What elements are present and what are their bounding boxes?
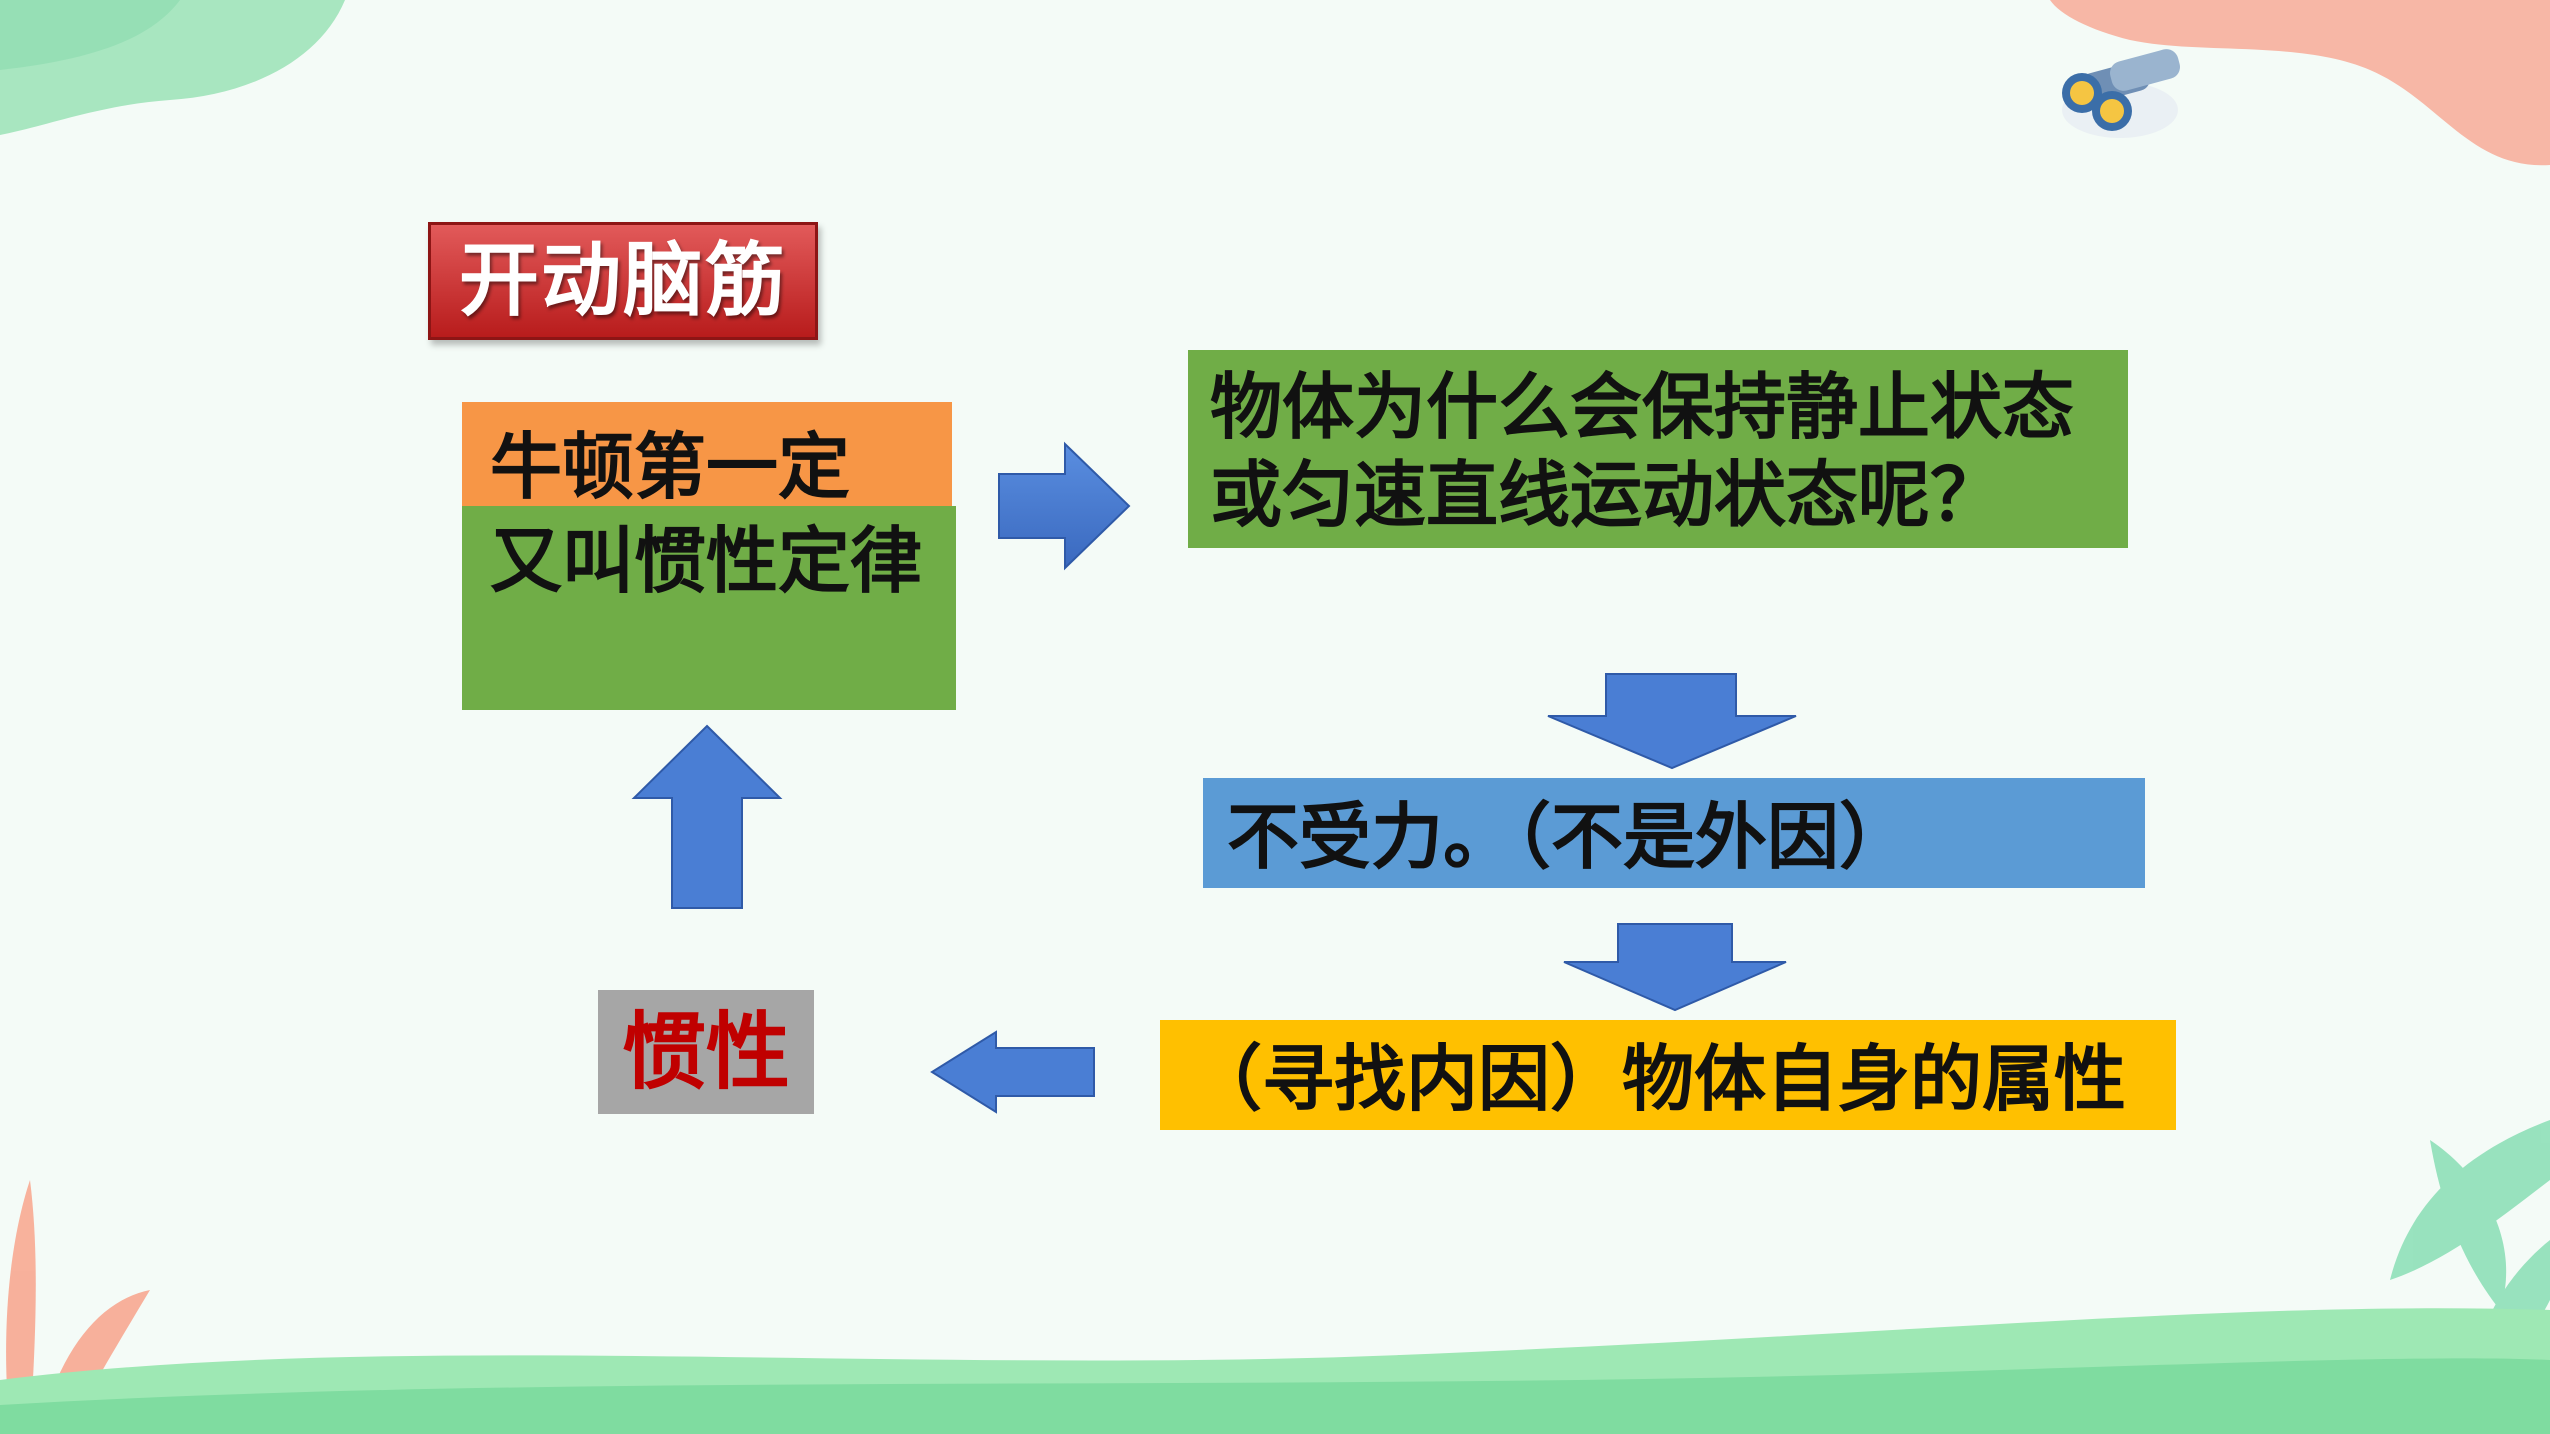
answer-box: 不受力。（不是外因） (1203, 778, 2145, 888)
left-arrow-icon (930, 1030, 1095, 1114)
binoculars-icon (2062, 49, 2180, 138)
inner-cause-box: （寻找内因）物体自身的属性 (1160, 1020, 2176, 1130)
law-box-bottom: 又叫惯性定律 (462, 506, 956, 710)
right-arrow-icon (998, 441, 1131, 571)
inertia-box: 惯性 (598, 990, 814, 1114)
top-right-pink-decoration (2050, 0, 2550, 166)
up-arrow-icon (631, 724, 783, 909)
down-arrow-icon (1563, 923, 1787, 1012)
question-box: 物体为什么会保持静止状态或匀速直线运动状态呢？ (1188, 350, 2128, 548)
law-box-top: 牛顿第一定 (462, 402, 952, 506)
title-badge: 开动脑筋 (428, 222, 818, 340)
down-arrow-icon (1547, 673, 1797, 770)
